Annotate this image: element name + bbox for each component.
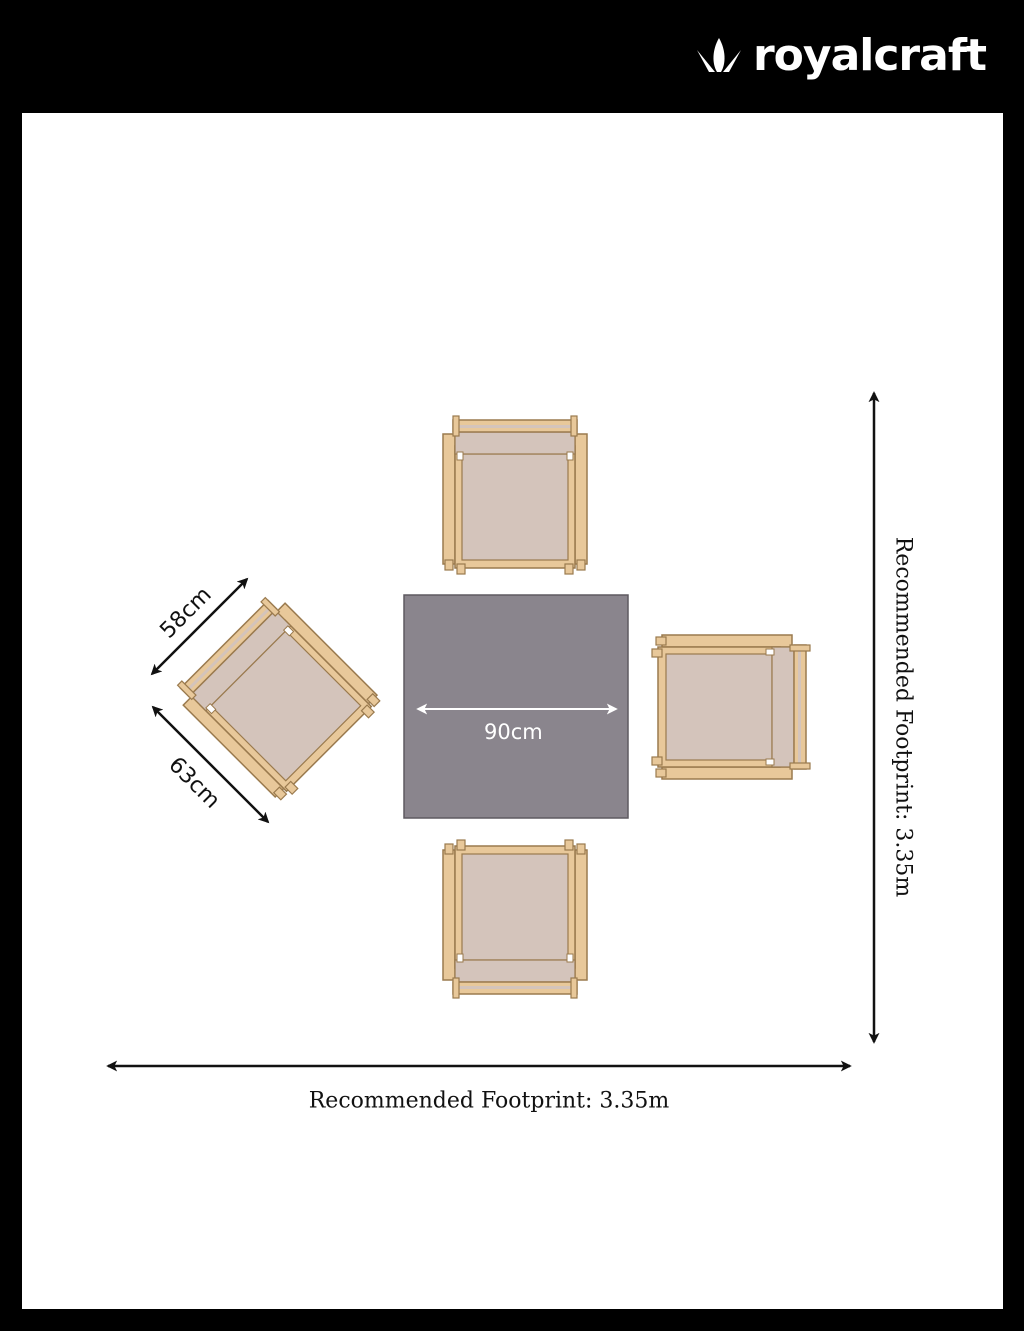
crown-icon	[696, 38, 741, 72]
brand-logo: royalcraft	[695, 30, 987, 82]
brand-wordmark: royalcraft	[752, 30, 987, 81]
dining-table	[403, 594, 629, 819]
chair-right	[651, 634, 811, 780]
chair-top	[442, 415, 588, 575]
footprint-vertical-label: Recommended Footprint: 3.35m	[890, 536, 916, 898]
chair-width-arrow	[151, 705, 270, 824]
footprint-horizontal-label: Recommended Footprint: 3.35m	[308, 1088, 670, 1114]
chair-depth-arrow	[150, 577, 249, 676]
header-bar: royalcraft	[0, 0, 1024, 112]
table-width-label: 90cm	[484, 720, 543, 744]
chair-bottom	[442, 839, 588, 999]
